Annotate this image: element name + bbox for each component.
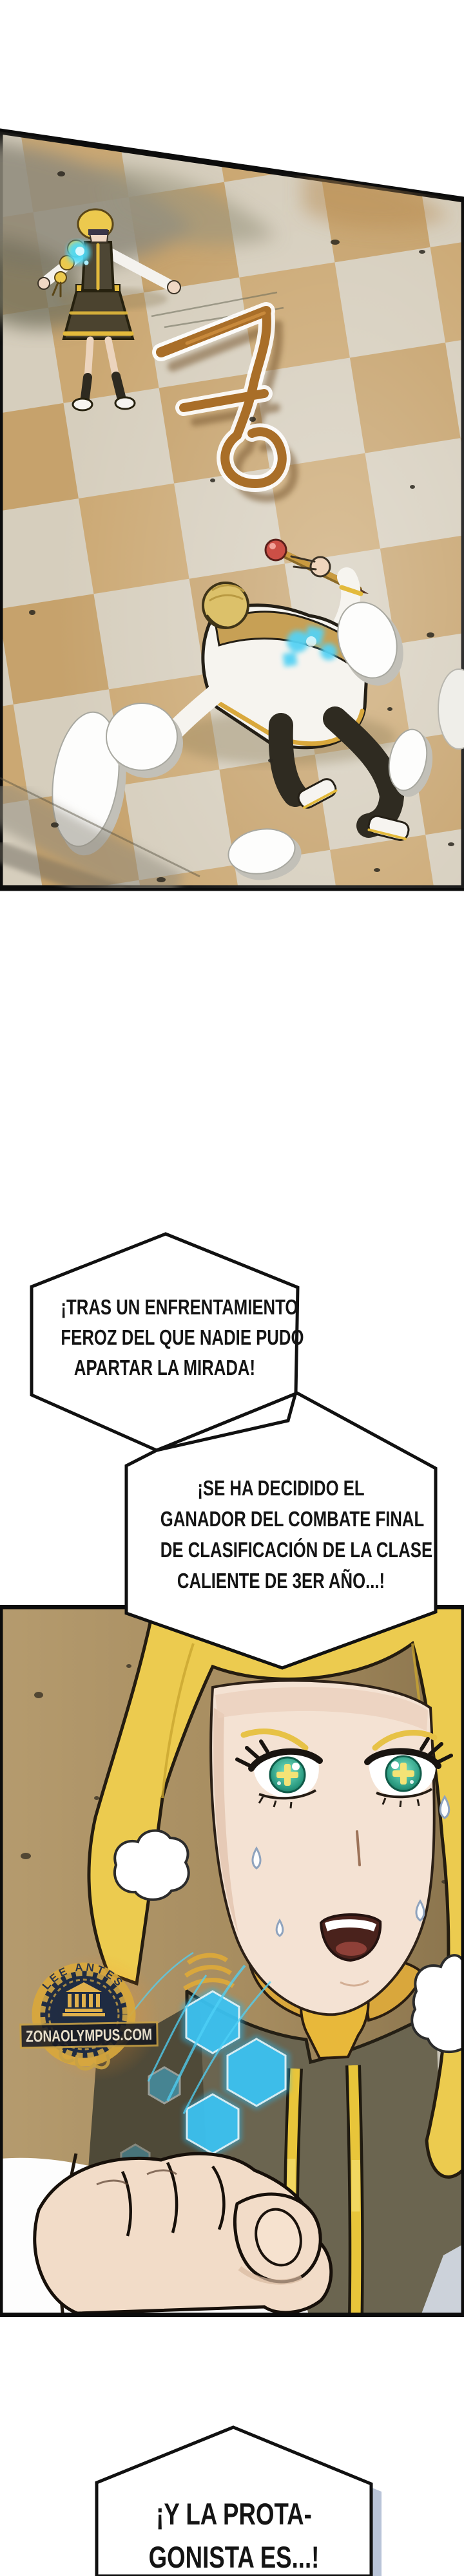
floor-shadow-patches xyxy=(0,139,451,329)
nose xyxy=(356,1830,361,1866)
bubble1-line3: APARTAR LA MIRADA! xyxy=(73,1356,256,1379)
bubble2-line4: CALIENTE DE 3ER AÑO...! xyxy=(177,1569,385,1593)
brow-right xyxy=(372,1730,438,1751)
eye-left xyxy=(235,1739,323,1809)
floor-specks xyxy=(29,171,454,882)
fingernail xyxy=(255,2208,302,2267)
floor-streaks xyxy=(0,776,200,888)
temple-icon xyxy=(63,1982,105,2016)
bubble2-line2: GANADOR DEL COMBATE FINAL xyxy=(160,1507,425,1531)
bubble2-line1: ¡SE HA DECIDIDO EL xyxy=(197,1476,365,1500)
bubble2-text: ¡SE HA DECIDIDO EL GANADOR DEL COMBATE F… xyxy=(126,1473,436,1596)
bubble1-text: ¡TRAS UN ENFRENTAMIENTO FEROZ DEL QUE NA… xyxy=(32,1292,304,1383)
rune-symbol xyxy=(156,306,287,488)
bubble3-line1: ¡Y LA PROTA- xyxy=(156,2497,312,2531)
bubble2-line3: DE CLASIFICACIÓN DE LA CLASE xyxy=(160,1538,433,1562)
epaulette-arcs xyxy=(183,1953,235,1991)
staff-orb xyxy=(264,538,287,562)
watermark-seal: LEE ANTES ZONAOLYMPUS.COM xyxy=(19,1953,161,2081)
bubble3-line2: GONISTA ES...! xyxy=(148,2540,320,2574)
sweat-drops xyxy=(251,1795,450,1937)
swirl-ornament xyxy=(59,2048,110,2070)
bubble3-text: ¡Y LA PROTA- GONISTA ES...! xyxy=(97,2492,371,2576)
watermark-banner: ZONAOLYMPUS.COM xyxy=(19,2021,159,2049)
pointing-hand-group xyxy=(0,2152,333,2317)
panel-arena-floor xyxy=(0,128,464,891)
light-wedge-right xyxy=(420,2244,464,2317)
bubble1-line1: ¡TRAS UN ENFRENTAMIENTO xyxy=(61,1295,298,1319)
brow-left xyxy=(240,1728,309,1751)
eye-right xyxy=(364,1737,453,1808)
watermark-site-text: ZONAOLYMPUS.COM xyxy=(26,2025,152,2045)
mouth xyxy=(319,1913,382,1962)
bubble1-line2: FEROZ DEL QUE NADIE PUDO xyxy=(61,1325,304,1349)
face-shading xyxy=(213,1708,238,1933)
boy-leg-left xyxy=(268,713,307,807)
breath-puffs xyxy=(113,1829,464,2054)
panel-face-closeup: LEE ANTES ZONAOLYMPUS.COM xyxy=(0,1605,464,2317)
standing-girl xyxy=(37,208,181,412)
